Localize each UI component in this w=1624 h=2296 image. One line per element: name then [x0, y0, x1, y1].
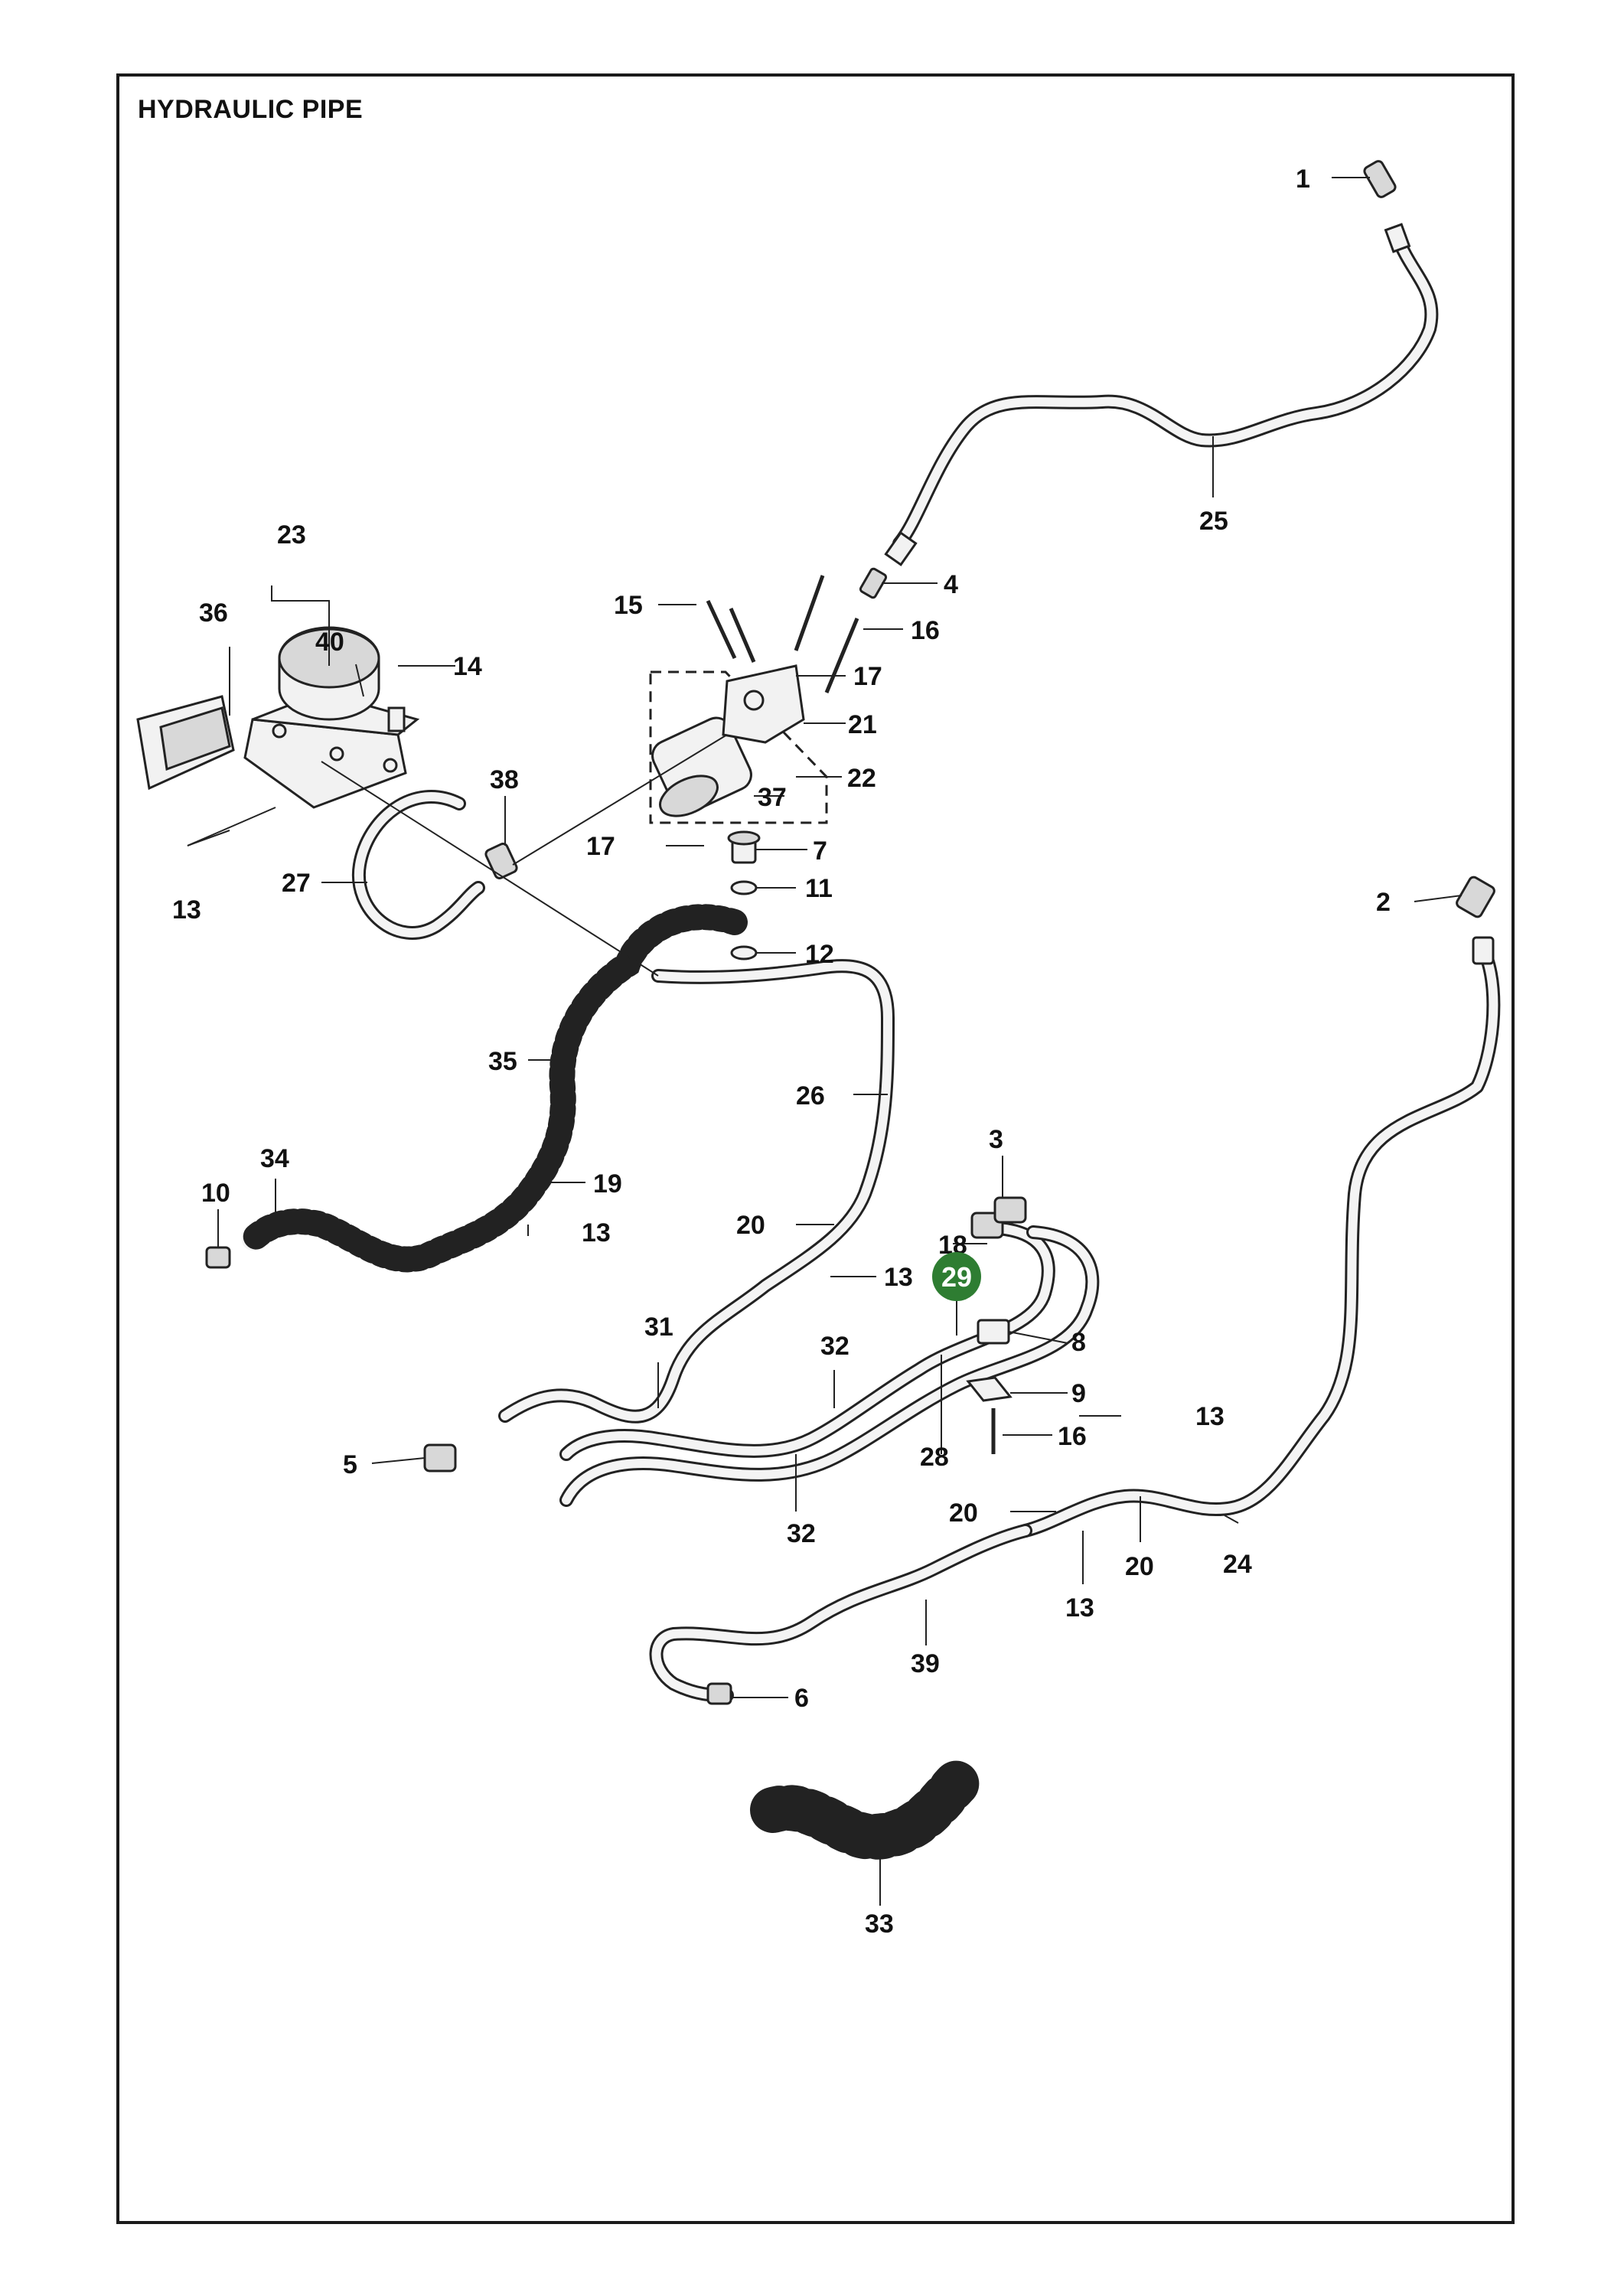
bracket-21	[722, 664, 805, 744]
callout-4: 4	[944, 570, 958, 599]
fitting-1-icon	[1363, 160, 1397, 198]
hose-26	[498, 959, 895, 1424]
hose-39	[649, 1524, 1032, 1702]
callout-32-b: 32	[787, 1519, 816, 1548]
callout-34: 34	[260, 1144, 289, 1173]
hose-28-32-bundle	[559, 1221, 1100, 1507]
callout-2: 2	[1376, 888, 1391, 917]
callout-10: 10	[201, 1179, 230, 1208]
page-title: HYDRAULIC PIPE	[138, 95, 364, 124]
pump-assembly-23	[243, 626, 420, 809]
callout-28: 28	[920, 1443, 949, 1472]
cover-36	[136, 695, 235, 791]
callout-26: 26	[796, 1081, 825, 1110]
spiral-guard-33	[750, 1760, 980, 1861]
callout-33: 33	[865, 1910, 894, 1939]
callout-9: 9	[1071, 1379, 1086, 1408]
callout-19: 19	[593, 1169, 622, 1199]
hose-25	[884, 223, 1439, 566]
callout-13-c: 13	[884, 1263, 913, 1292]
highlighted-callout-29: 29	[932, 1252, 981, 1336]
diagram-frame	[116, 73, 1515, 2224]
fitting-4-icon	[859, 567, 888, 599]
callout-37: 37	[758, 783, 787, 812]
callout-35: 35	[488, 1047, 517, 1076]
callout-15: 15	[614, 591, 643, 620]
callout-20-b: 20	[949, 1499, 978, 1528]
callout-7: 7	[813, 837, 827, 866]
o-ring-12-icon	[730, 945, 758, 960]
callout-36: 36	[199, 598, 228, 628]
leader-pump-to-hose	[321, 761, 659, 977]
callout-labels: 1 2 3 4 5 6 7 8 9 10 11 12 13 13 13 13 1…	[172, 165, 1391, 1939]
fitting-3-icon	[970, 1196, 1027, 1239]
callout-13-a: 13	[172, 895, 201, 925]
callout-17-a: 17	[853, 662, 882, 691]
callout-25: 25	[1199, 507, 1228, 536]
callout-14: 14	[453, 652, 482, 681]
o-ring-11-icon	[730, 880, 758, 895]
callout-24: 24	[1223, 1550, 1252, 1579]
filter-group-22-outline	[649, 670, 828, 824]
callout-40: 40	[315, 628, 344, 657]
clamp-8-9	[966, 1319, 1013, 1454]
hose-27	[351, 790, 485, 940]
callout-13-d: 13	[1195, 1402, 1225, 1431]
bolts-15-16	[706, 575, 859, 693]
callout-17-b: 17	[586, 832, 615, 861]
callout-5: 5	[343, 1450, 357, 1479]
callout-11: 11	[805, 874, 833, 903]
hose-24	[1019, 950, 1501, 1538]
callout-6: 6	[794, 1684, 809, 1713]
callout-27: 27	[282, 869, 311, 898]
callout-1: 1	[1296, 165, 1310, 194]
fitting-6-icon	[706, 1682, 732, 1705]
callout-20-a: 20	[736, 1211, 765, 1240]
hose-35	[240, 904, 748, 1273]
callout-32-a: 32	[820, 1332, 850, 1361]
callout-31: 31	[644, 1313, 673, 1342]
fitting-7-icon	[727, 830, 761, 864]
highlight-badge	[932, 1252, 981, 1301]
callout-16-a: 16	[911, 616, 940, 645]
callout-8: 8	[1071, 1328, 1086, 1357]
filter-37	[651, 716, 752, 817]
fitting-10-icon	[205, 1246, 231, 1269]
callout-13-e: 13	[1065, 1593, 1094, 1623]
leader-38-to-bracket	[512, 734, 728, 866]
callout-39: 39	[911, 1649, 940, 1678]
callout-38: 38	[490, 765, 519, 794]
fitting-5-icon	[423, 1443, 457, 1473]
callout-leaders	[187, 177, 1463, 1906]
callout-3: 3	[989, 1125, 1003, 1154]
callout-12: 12	[805, 940, 834, 969]
callout-22: 22	[847, 764, 876, 793]
callout-16-b: 16	[1058, 1422, 1087, 1451]
fitting-38-icon	[484, 843, 518, 879]
callout-13-b: 13	[582, 1218, 611, 1247]
callout-20-c: 20	[1125, 1552, 1154, 1581]
callout-21: 21	[848, 710, 877, 739]
callout-23: 23	[277, 520, 306, 550]
fitting-2-icon	[1456, 876, 1495, 965]
callout-29: 29	[941, 1261, 972, 1293]
